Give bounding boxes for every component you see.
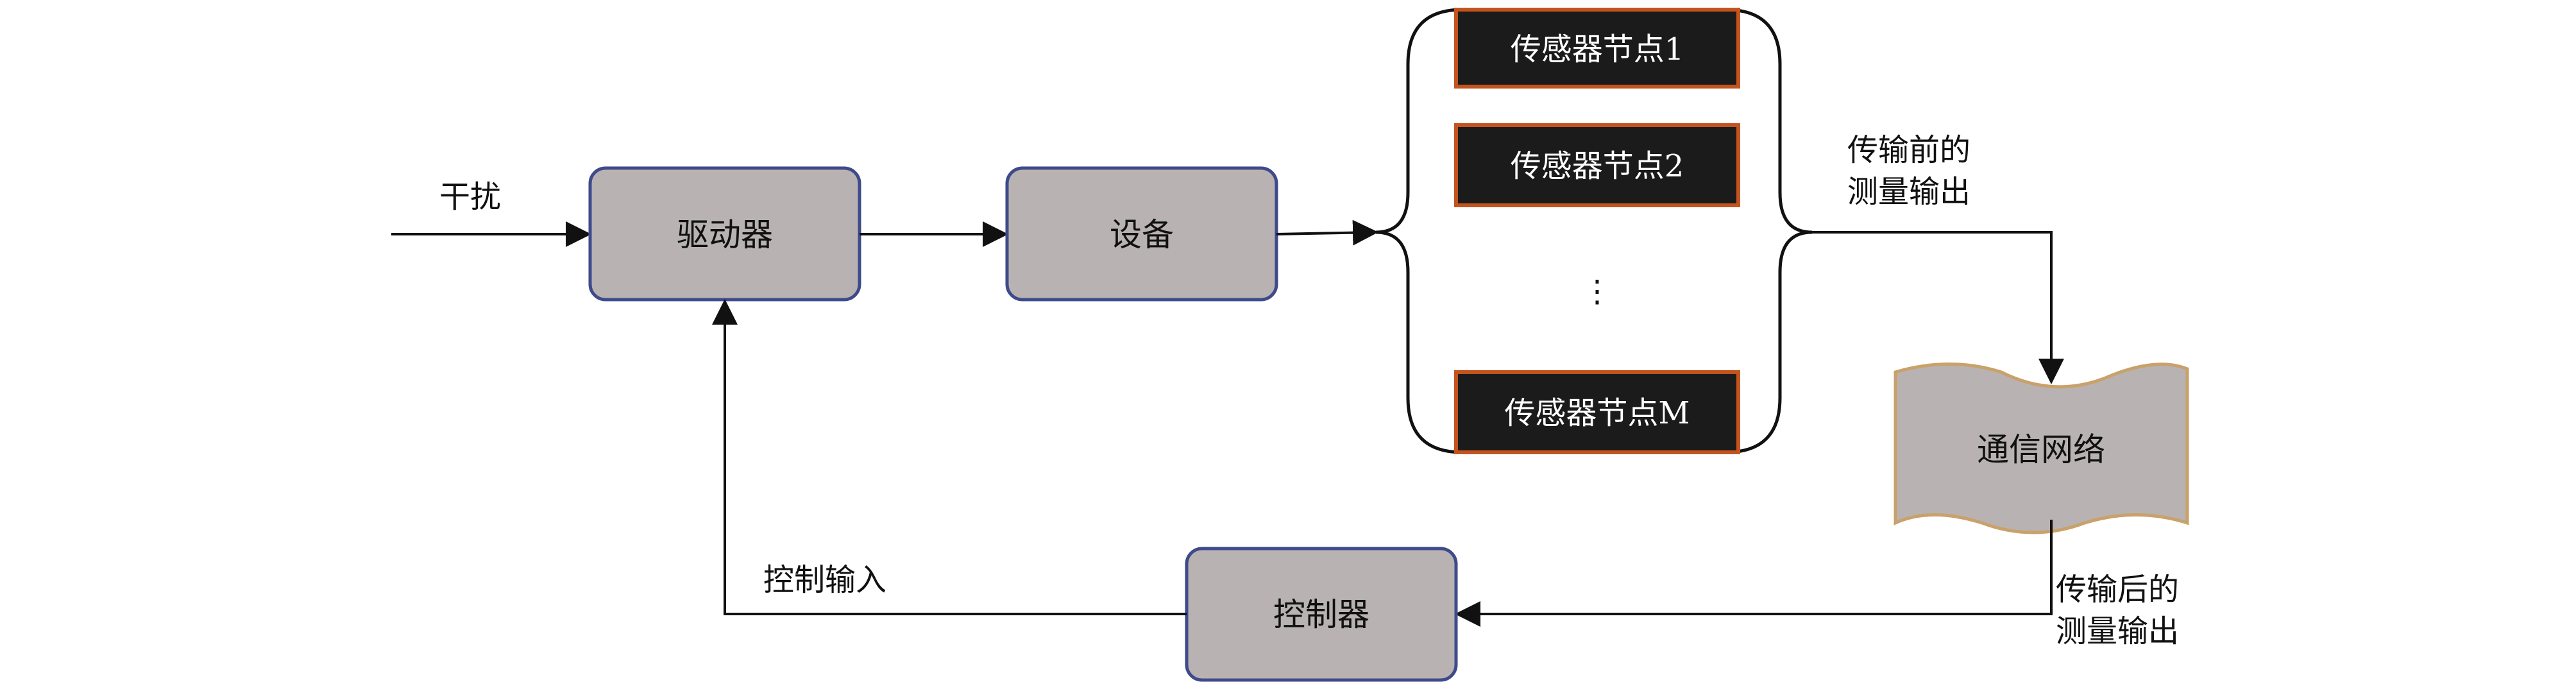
left-brace	[1375, 8, 1463, 454]
control-input-label: 控制输入	[763, 562, 886, 598]
disturbance-label: 干扰	[439, 179, 501, 215]
controller-to-actuator-arrow	[712, 299, 1187, 615]
sensors-to-network-arrow	[1812, 231, 2064, 384]
plant-to-sensors-arrow	[1276, 219, 1378, 246]
after-transmission-label-line2: 测量输出	[2056, 613, 2179, 649]
before-transmission-label-line1: 传输前的	[1847, 132, 1970, 168]
controller-label: 控制器	[1273, 596, 1369, 633]
sensor-node-2-label: 传感器节点2	[1511, 148, 1684, 184]
actuator-label: 驱动器	[677, 216, 773, 253]
network-to-controller-arrow	[1455, 520, 2053, 627]
sensor-ellipsis: ⋮	[1582, 273, 1613, 309]
sensor-node-2-box	[1454, 123, 1740, 207]
after-transmission-label-line1: 传输后的	[2056, 572, 2179, 608]
sensor-node-m-label: 传感器节点M	[1504, 395, 1690, 431]
before-transmission-label-line2: 测量输出	[1847, 174, 1970, 210]
plant-label: 设备	[1110, 216, 1174, 253]
network-label: 通信网络	[1977, 431, 2105, 468]
sensor-node-1-label: 传感器节点1	[1511, 31, 1684, 67]
sensor-node-m-box	[1454, 370, 1740, 454]
sensor-node-1-box	[1454, 8, 1740, 89]
network-shape	[1894, 362, 2189, 534]
